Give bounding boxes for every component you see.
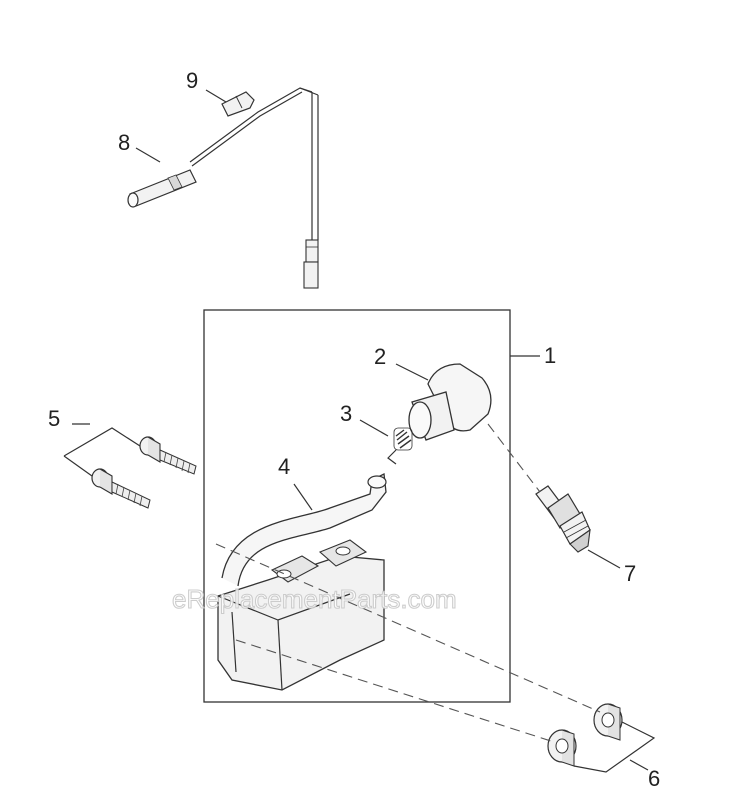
screws-part[interactable] <box>91 436 197 509</box>
callout-8: 8 <box>118 130 130 155</box>
ground-wire-part[interactable] <box>127 87 319 289</box>
leader-lines <box>63 89 656 773</box>
callout-7: 7 <box>624 561 636 586</box>
callout-2: 2 <box>374 344 386 369</box>
assembly-frame <box>203 309 511 703</box>
spark-plug-boot-part[interactable] <box>408 363 492 441</box>
spring-part[interactable] <box>387 427 413 465</box>
callout-1: 1 <box>544 343 556 368</box>
spark-plug-part[interactable] <box>535 485 591 553</box>
spacers-part[interactable] <box>547 703 623 767</box>
callout-5: 5 <box>48 406 60 431</box>
ignition-coil-part[interactable] <box>217 473 387 691</box>
watermark-text: eReplacementParts.com <box>172 584 457 614</box>
callout-3: 3 <box>340 401 352 426</box>
callout-4: 4 <box>278 454 290 479</box>
callout-9: 9 <box>186 68 198 93</box>
callout-6: 6 <box>648 766 660 791</box>
